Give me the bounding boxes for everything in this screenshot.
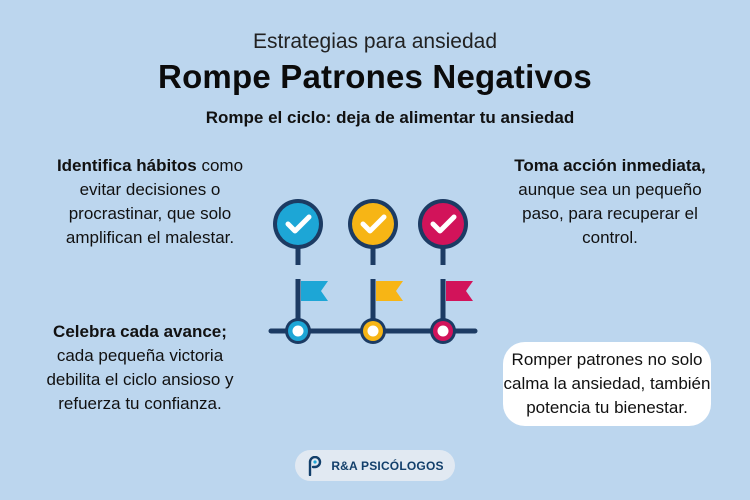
tip-identify-text: como evitar decisiones o procrastinar, q… [65, 156, 244, 247]
tip-act-bold: Toma acción inmediata, [514, 156, 706, 175]
gap-cyan [292, 265, 304, 279]
tip-act-text: aunque sea un pequeño paso, para recuper… [518, 180, 702, 247]
brand-logo-icon [309, 455, 322, 476]
check-pin-icon-magenta [418, 199, 468, 249]
tip-celebrate-bold: Celebra cada avance; [53, 322, 227, 341]
milestone-node-icon-cyan [285, 318, 311, 344]
tip-identify: Identifica hábitos como evitar decisione… [40, 154, 260, 250]
kicker-text: Estrategias para ansiedad [253, 30, 497, 53]
tip-act: Toma acción inmediata, aunque sea un peq… [505, 154, 715, 250]
flag-icon-yellow [376, 281, 403, 301]
timeline-illustration [268, 199, 478, 344]
gap-magenta [437, 265, 449, 279]
tip-identify-bold: Identifica hábitos [56, 156, 197, 175]
tip-celebrate: Celebra cada avance; cada pequeña victor… [40, 320, 240, 416]
flag-icon-magenta [446, 281, 473, 301]
flag-icon-cyan [301, 281, 328, 301]
milestone-node-icon-yellow [360, 318, 386, 344]
page-title: Rompe Patrones Negativos [158, 58, 592, 95]
check-pin-icon-cyan [273, 199, 323, 249]
brand-badge: R&A PSICÓLOGOS [295, 450, 455, 481]
check-pin-icon-yellow [348, 199, 398, 249]
page-subtitle: Rompe el ciclo: deja de alimentar tu ans… [205, 108, 575, 127]
milestone-node-icon-magenta [430, 318, 456, 344]
tip-celebrate-text: cada pequeña victoria debilita el ciclo … [46, 346, 234, 413]
brand-name: R&A PSICÓLOGOS [331, 458, 444, 473]
quote-bubble: Romper patrones no solo calma la ansieda… [503, 342, 711, 426]
gap-yellow [367, 265, 379, 279]
timeline-graphic [265, 195, 485, 360]
